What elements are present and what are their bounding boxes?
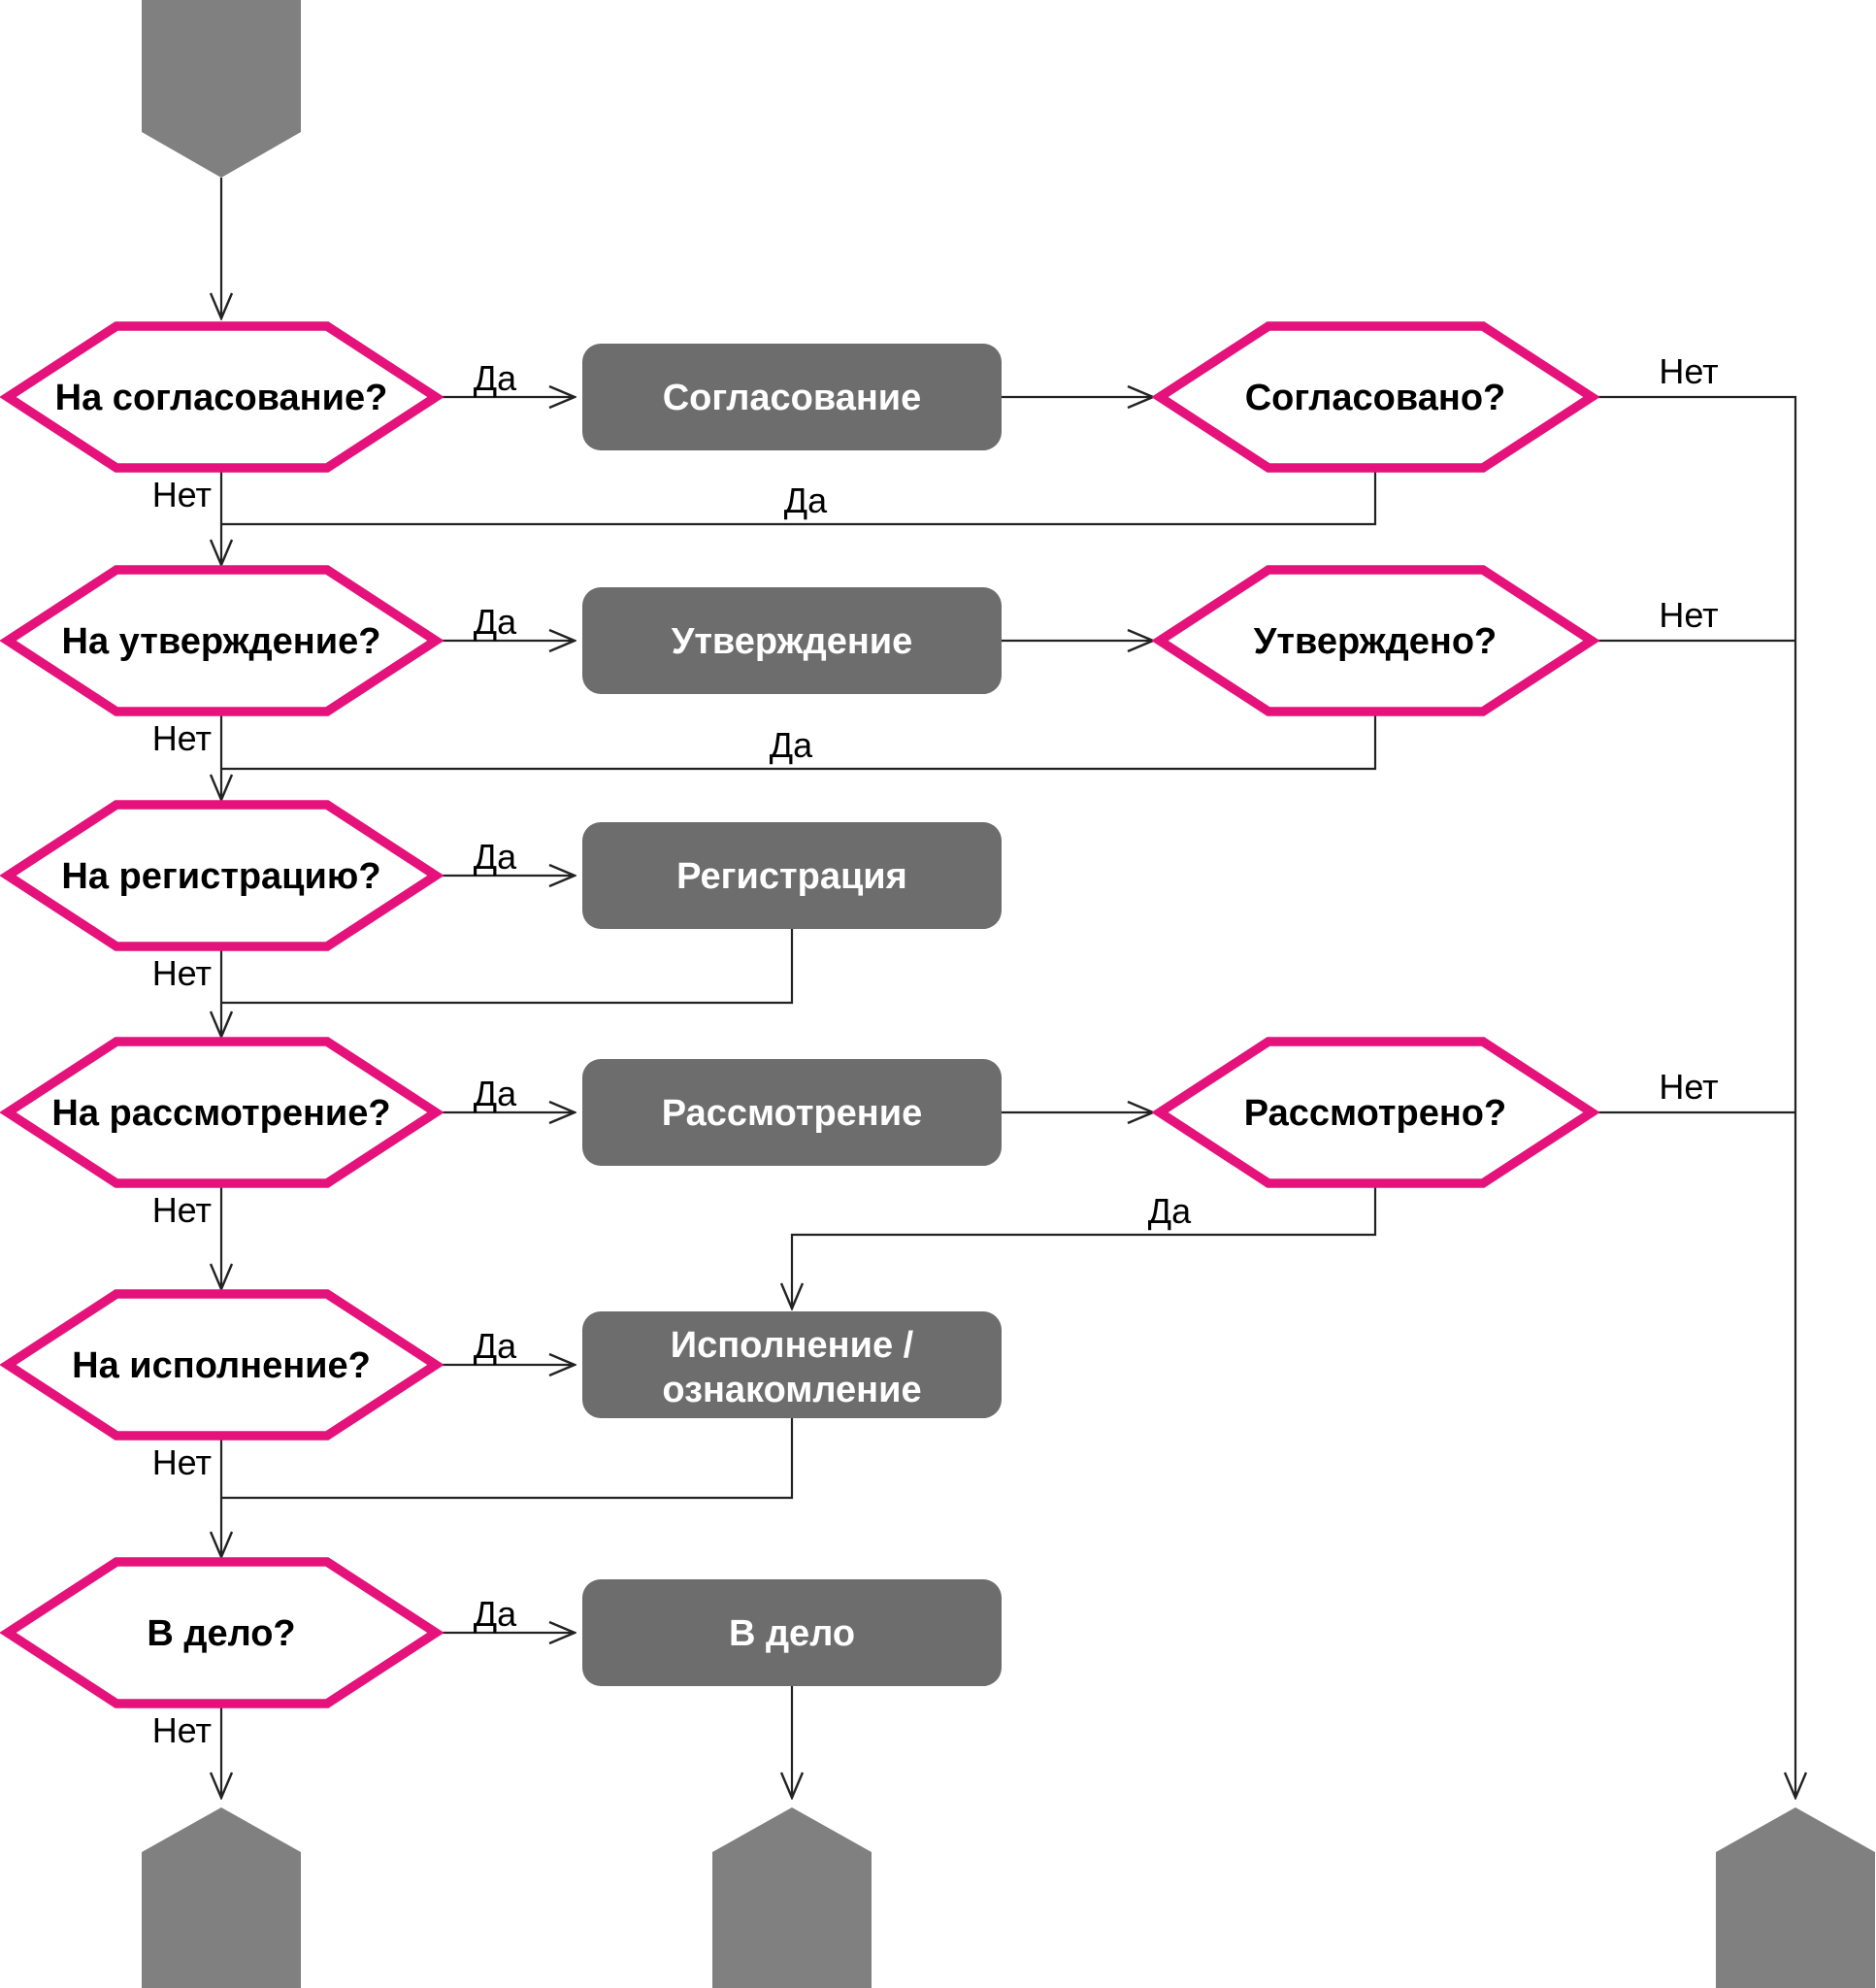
decision-na-utverzhdenie — [0, 565, 444, 716]
row-ispolnenie: На исполнение? Исполнение / ознакомление… — [0, 1289, 1002, 1482]
label-yes-return-4: Да — [1148, 1191, 1192, 1231]
decision-v-delo — [0, 1557, 444, 1708]
decision-rassmotreno-label: Рассмотрено? — [1244, 1093, 1506, 1134]
row-rassmotrenie: На рассмотрение? Рассмотрение Рассмотрен… — [0, 1037, 1719, 1231]
row-soglasovanie: На согласование? Согласование Согласован… — [0, 321, 1719, 520]
row-registratsiya: На регистрацию? Регистрация Да Нет — [0, 800, 1002, 993]
terminals — [142, 0, 1875, 1988]
label-no-1: Нет — [152, 475, 212, 514]
process-utverzhdenie-label: Утверждение — [672, 621, 913, 662]
edge-process3-return — [221, 929, 794, 1005]
end-terminal-left — [142, 1807, 301, 1988]
process-utverzhdenie — [582, 587, 1002, 694]
label-yes-3: Да — [474, 837, 517, 877]
process-registratsiya — [582, 822, 1002, 929]
process-v-delo — [582, 1579, 1002, 1686]
decision-na-soglasovanie-label: На согласование? — [55, 378, 388, 418]
label-no-3: Нет — [152, 953, 212, 993]
decision-na-ispolnenie — [0, 1289, 444, 1441]
edge-check2-yes-return — [221, 712, 1377, 771]
label-yes-return-1: Да — [784, 480, 828, 520]
label-yes-return-2: Да — [770, 725, 813, 765]
decision-utverzhdeno-label: Утверждено? — [1254, 621, 1498, 662]
label-yes-6: Да — [474, 1594, 517, 1634]
label-no-right-4: Нет — [1659, 1067, 1718, 1107]
edges — [221, 178, 1795, 1798]
process-soglasovanie-label: Согласование — [663, 378, 922, 418]
decision-na-registratsiyu — [0, 800, 444, 951]
label-no-2: Нет — [152, 718, 212, 758]
end-terminal-right — [1716, 1807, 1875, 1988]
decision-utverzhdeno — [1151, 565, 1600, 716]
row-utverzhdenie: На утверждение? Утверждение Утверждено? … — [0, 565, 1719, 765]
process-registratsiya-label: Регистрация — [676, 856, 907, 897]
decision-v-delo-label: В дело? — [147, 1613, 295, 1654]
process-ispolnenie-label-line2: ознакомление — [662, 1370, 921, 1410]
end-terminal-middle — [712, 1807, 872, 1988]
label-yes-2: Да — [474, 602, 517, 642]
decision-rassmotreno — [1151, 1037, 1600, 1188]
decision-na-rassmotrenie-label: На рассмотрение? — [51, 1093, 390, 1134]
label-no-right-2: Нет — [1659, 595, 1718, 635]
label-no-5: Нет — [152, 1442, 212, 1482]
decision-na-soglasovanie — [0, 321, 444, 473]
edge-check1-no-right-spine — [1592, 395, 1795, 1798]
label-yes-1: Да — [474, 358, 517, 398]
edge-check4-yes-to-process5 — [792, 1183, 1377, 1309]
decision-soglasovano-label: Согласовано? — [1245, 378, 1506, 418]
decision-na-ispolnenie-label: На исполнение? — [72, 1345, 371, 1386]
label-yes-5: Да — [474, 1326, 517, 1366]
label-no-right-1: Нет — [1659, 351, 1718, 391]
edge-check1-yes-return — [221, 468, 1377, 526]
process-rassmotrenie-label: Рассмотрение — [662, 1093, 923, 1134]
decision-na-registratsiyu-label: На регистрацию? — [61, 856, 380, 897]
process-soglasovanie — [582, 344, 1002, 450]
label-no-6: Нет — [152, 1710, 212, 1750]
row-v-delo: В дело? В дело Да Нет — [0, 1557, 1002, 1750]
start-terminal — [142, 0, 301, 178]
label-yes-4: Да — [474, 1074, 517, 1113]
process-v-delo-label: В дело — [729, 1613, 855, 1654]
decision-soglasovano — [1151, 321, 1600, 473]
process-rassmotrenie — [582, 1059, 1002, 1166]
decision-na-rassmotrenie — [0, 1037, 444, 1188]
process-ispolnenie — [582, 1311, 1002, 1418]
decision-na-utverzhdenie-label: На утверждение? — [62, 621, 381, 662]
edge-process5-return — [221, 1418, 794, 1500]
process-ispolnenie-label-line1: Исполнение / — [671, 1325, 914, 1366]
label-no-4: Нет — [152, 1190, 212, 1230]
